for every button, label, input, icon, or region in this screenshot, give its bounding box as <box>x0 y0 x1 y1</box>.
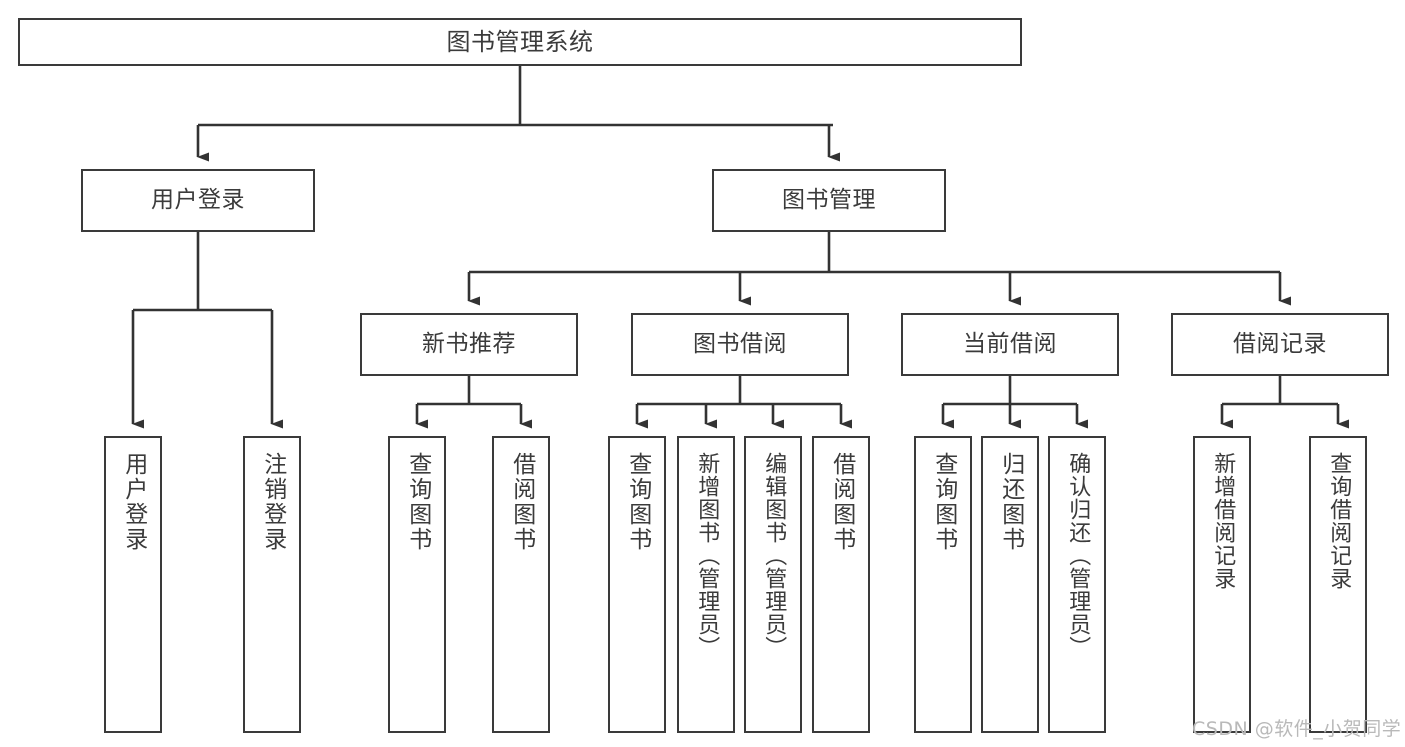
node-user-login[interactable]: 用户登录 <box>81 169 315 232</box>
node-label: 借阅图书 <box>508 452 535 552</box>
node-label: 注销登录 <box>259 452 286 552</box>
leaf-current-query-book[interactable]: 查询图书 <box>914 436 972 733</box>
node-current-borrow[interactable]: 当前借阅 <box>901 313 1119 376</box>
node-label: 新增图书（管理员） <box>694 452 720 659</box>
node-label: 图书借阅 <box>693 330 787 357</box>
node-book-borrow[interactable]: 图书借阅 <box>631 313 849 376</box>
node-label: 图书管理系统 <box>446 27 594 56</box>
node-label: 查询借阅记录 <box>1326 452 1352 590</box>
node-label: 借阅记录 <box>1233 330 1327 357</box>
leaf-user-login-signout[interactable]: 注销登录 <box>243 436 301 733</box>
leaf-recommend-borrow-book[interactable]: 借阅图书 <box>492 436 550 733</box>
node-label: 查询图书 <box>930 452 957 552</box>
node-borrow-record[interactable]: 借阅记录 <box>1171 313 1389 376</box>
node-label: 图书管理 <box>782 186 876 213</box>
node-book-management[interactable]: 图书管理 <box>712 169 946 232</box>
node-label: 编辑图书（管理员） <box>761 452 787 659</box>
node-label: 新增借阅记录 <box>1210 452 1236 590</box>
leaf-user-login-signin[interactable]: 用户登录 <box>104 436 162 733</box>
leaf-current-confirm-return-admin[interactable]: 确认归还（管理员） <box>1048 436 1106 733</box>
node-label: 归还图书 <box>997 452 1024 552</box>
node-label: 用户登录 <box>120 452 147 552</box>
leaf-borrow-borrow-book[interactable]: 借阅图书 <box>812 436 870 733</box>
leaf-borrow-add-book-admin[interactable]: 新增图书（管理员） <box>677 436 735 733</box>
watermark-text: CSDN @软件_小贺同学 <box>1192 718 1402 740</box>
node-label: 查询图书 <box>624 452 651 552</box>
leaf-record-query-record[interactable]: 查询借阅记录 <box>1309 436 1367 733</box>
node-label: 查询图书 <box>404 452 431 552</box>
node-label: 用户登录 <box>151 186 245 213</box>
leaf-recommend-query-book[interactable]: 查询图书 <box>388 436 446 733</box>
node-label: 新书推荐 <box>422 330 516 357</box>
node-label: 确认归还（管理员） <box>1065 452 1091 659</box>
leaf-record-add-record[interactable]: 新增借阅记录 <box>1193 436 1251 733</box>
node-label: 借阅图书 <box>828 452 855 552</box>
leaf-borrow-query-book[interactable]: 查询图书 <box>608 436 666 733</box>
node-root-system[interactable]: 图书管理系统 <box>18 18 1022 66</box>
leaf-current-return-book[interactable]: 归还图书 <box>981 436 1039 733</box>
leaf-borrow-edit-book-admin[interactable]: 编辑图书（管理员） <box>744 436 802 733</box>
node-label: 当前借阅 <box>963 330 1057 357</box>
node-new-book-recommend[interactable]: 新书推荐 <box>360 313 578 376</box>
